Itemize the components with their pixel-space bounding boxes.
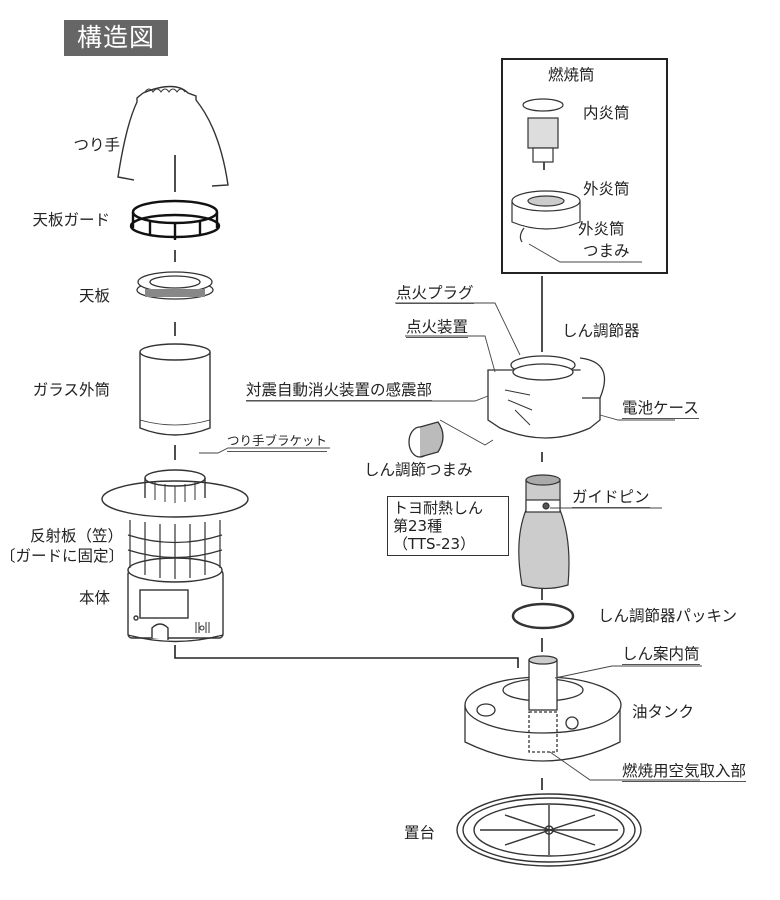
label-handle-bracket: つり手ブラケット xyxy=(227,432,328,452)
glass-cylinder-part xyxy=(139,343,211,436)
label-ignition-plug: 点火プラグ xyxy=(396,284,474,304)
label-reflector-line1: 反射板（笠） xyxy=(29,527,123,545)
inner-flame-cylinder-part xyxy=(522,98,564,163)
label-body: 本体 xyxy=(78,589,110,607)
base-stand-part xyxy=(456,793,642,867)
wick-spec-line3: （TTS-23） xyxy=(393,535,476,553)
connector-line xyxy=(174,645,519,668)
wick-part xyxy=(518,474,570,590)
wick-spec-line1: トヨ耐熱しん xyxy=(393,499,484,517)
label-wick-adjuster: しん調節器 xyxy=(562,322,640,340)
label-reflector-line2: 〔ガードに固定〕 xyxy=(0,547,125,565)
outer-flame-cylinder-part xyxy=(511,190,581,243)
label-wick-adjuster-packing: しん調節器パッキン xyxy=(598,607,738,625)
body-part xyxy=(101,469,249,643)
wick-spec-box: トヨ耐熱しん 第23種 （TTS-23） xyxy=(387,496,509,556)
combustion-cylinder-box xyxy=(501,58,668,274)
oil-tank-part xyxy=(464,655,622,762)
label-top-guard: 天板ガード xyxy=(32,211,110,229)
handle-part xyxy=(117,85,229,187)
top-guard-part xyxy=(129,199,221,240)
label-top-plate: 天板 xyxy=(78,287,110,305)
diagram-title: 構造図 xyxy=(64,20,168,56)
label-inner-flame-cylinder: 内炎筒 xyxy=(583,104,630,122)
label-combustion-cylinder: 燃焼筒 xyxy=(548,66,595,84)
label-battery-case: 電池ケース xyxy=(622,399,699,419)
label-glass-cylinder: ガラス外筒 xyxy=(32,381,110,399)
label-seismic-sensor: 対震自動消火装置の感震部 xyxy=(246,381,433,401)
label-ignition-device: 点火装置 xyxy=(406,318,469,338)
label-outer-knob-line2: つまみ xyxy=(583,242,630,260)
wick-adjuster-part xyxy=(487,355,606,439)
label-air-intake: 燃焼用空気取入部 xyxy=(622,762,747,782)
top-plate-part xyxy=(136,271,214,300)
label-handle: つり手 xyxy=(73,136,120,154)
leader-lines xyxy=(199,243,702,781)
label-wick-knob: しん調節つまみ xyxy=(364,461,473,479)
label-oil-tank: 油タンク xyxy=(632,703,695,721)
label-outer-flame-cylinder: 外炎筒 xyxy=(583,180,630,198)
label-outer-knob-line1: 外炎筒 xyxy=(578,220,625,238)
wick-knob-part xyxy=(408,421,444,458)
label-wick-guide-tube: しん案内筒 xyxy=(622,645,700,665)
packing-part xyxy=(511,602,575,630)
label-base-stand: 置台 xyxy=(404,824,436,842)
label-guide-pin: ガイドピン xyxy=(572,488,650,508)
wick-spec-line2: 第23種 xyxy=(393,517,443,535)
